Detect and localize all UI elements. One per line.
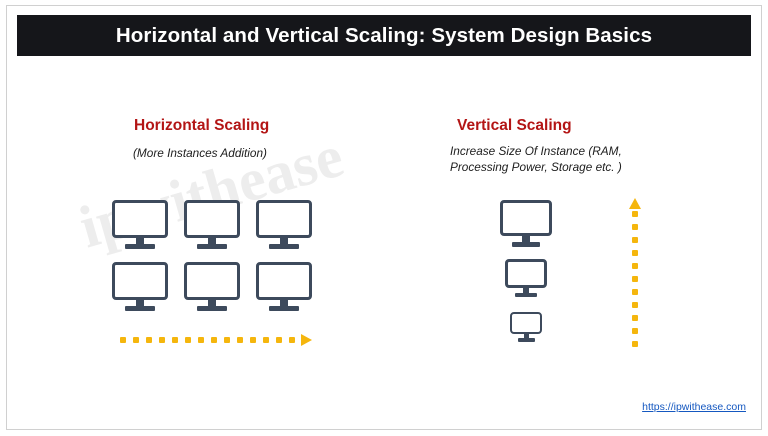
monitor-icon: [510, 312, 542, 342]
monitor-base: [269, 244, 299, 249]
monitor-icon: [112, 200, 168, 249]
monitor-screen: [256, 200, 312, 238]
monitor-neck: [136, 238, 144, 244]
horizontal-scaling-subtitle: (More Instances Addition): [133, 146, 267, 160]
monitor-icon: [256, 200, 312, 249]
horizontal-growth-arrow: [120, 333, 314, 346]
monitor-neck: [524, 334, 529, 338]
monitor-icon: [256, 262, 312, 311]
monitor-screen: [500, 200, 552, 236]
monitor-icon: [184, 262, 240, 311]
monitor-screen: [112, 262, 168, 300]
monitor-screen: [505, 259, 547, 288]
vertical-scaling-subtitle: Increase Size Of Instance (RAM, Processi…: [450, 143, 650, 175]
arrowhead-right-icon: [301, 333, 312, 346]
monitor-screen: [256, 262, 312, 300]
site-link[interactable]: https://ipwithease.com: [642, 401, 746, 413]
monitor-screen: [184, 200, 240, 238]
monitor-icon: [500, 200, 552, 247]
monitor-screen: [510, 312, 542, 334]
monitor-base: [125, 244, 155, 249]
monitor-neck: [136, 300, 144, 306]
monitor-neck: [208, 238, 216, 244]
monitor-neck: [280, 300, 288, 306]
slide-border: [6, 5, 762, 430]
monitor-base: [515, 293, 537, 297]
monitor-icon: [112, 262, 168, 311]
monitor-icon: [184, 200, 240, 249]
arrowhead-up-icon: [628, 198, 641, 209]
title-bar: Horizontal and Vertical Scaling: System …: [17, 15, 751, 56]
monitor-neck: [208, 300, 216, 306]
monitor-base: [512, 242, 540, 247]
monitor-screen: [184, 262, 240, 300]
page-title: Horizontal and Vertical Scaling: System …: [115, 23, 653, 47]
vertical-subtitle-line2: Processing Power, Storage etc. ): [450, 160, 622, 174]
monitor-base: [197, 244, 227, 249]
monitor-base: [125, 306, 155, 311]
monitor-base: [269, 306, 299, 311]
vertical-subtitle-line1: Increase Size Of Instance (RAM,: [450, 144, 622, 158]
monitor-neck: [522, 236, 530, 242]
monitor-neck: [523, 288, 529, 293]
monitor-neck: [280, 238, 288, 244]
vertical-growth-arrow: [628, 198, 641, 347]
monitor-icon: [505, 259, 547, 297]
monitor-base: [197, 306, 227, 311]
vertical-scaling-heading: Vertical Scaling: [457, 117, 572, 134]
horizontal-scaling-heading: Horizontal Scaling: [134, 117, 270, 134]
monitor-base: [518, 338, 535, 342]
monitor-screen: [112, 200, 168, 238]
